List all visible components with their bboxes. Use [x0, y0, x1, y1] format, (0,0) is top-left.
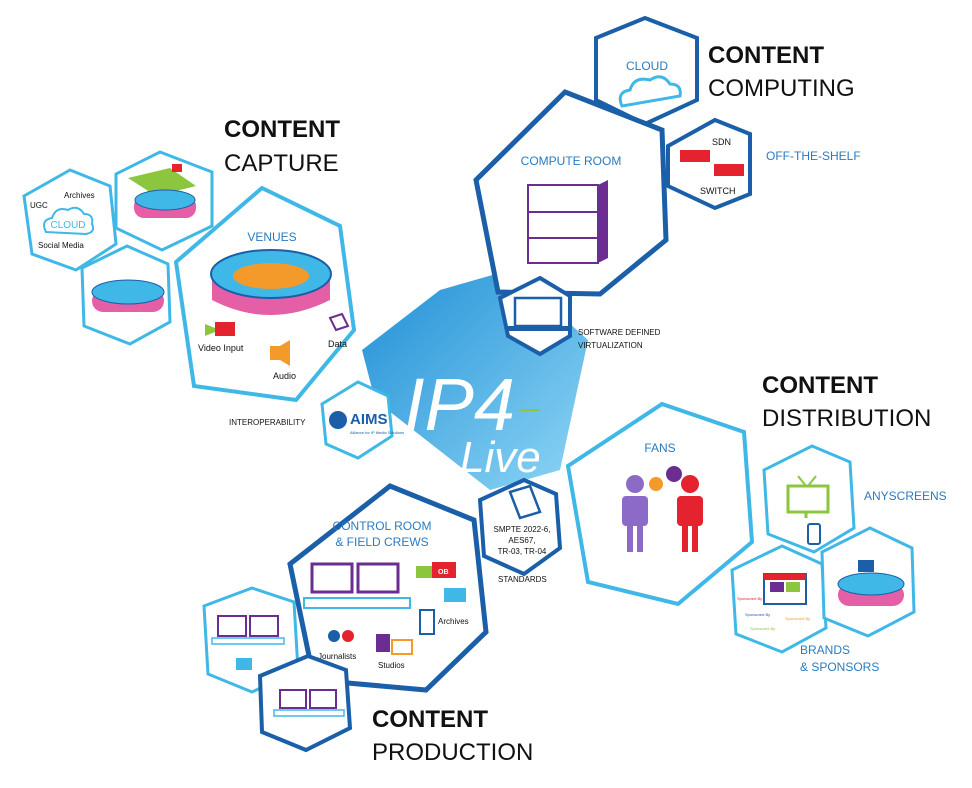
stadium-icon-field	[128, 164, 196, 218]
cloud-icon	[618, 75, 682, 108]
switch-icon	[680, 150, 744, 176]
laptop-icon	[508, 296, 568, 331]
stadium-icon-distribution	[837, 560, 905, 606]
interoperability-label: INTEROPERABILITY	[229, 418, 306, 427]
computing-title-light: COMPUTING	[708, 75, 855, 102]
computing-title-bold: CONTENT	[708, 42, 824, 69]
production-title-light: PRODUCTION	[372, 739, 533, 766]
fans-label: FANS	[644, 441, 675, 455]
standards-hex	[477, 477, 563, 577]
journalists-label: Journalists	[318, 652, 356, 661]
sponsored-tag-4: Sponsored By	[750, 626, 775, 631]
sponsored-tag-3: Sponsored By	[785, 616, 810, 621]
video-input-label: Video Input	[198, 343, 244, 353]
ob-label: OB	[438, 569, 449, 576]
brands-line2: & SPONSORS	[800, 660, 879, 674]
standards-line3: TR-03, TR-04	[498, 547, 547, 556]
standards-document-icon	[508, 484, 542, 520]
software-defined-line2: VIRTUALIZATION	[578, 341, 643, 350]
control-room-line2: & FIELD CREWS	[335, 535, 428, 549]
stadium-icon-venues	[210, 249, 332, 315]
production-archives-label: Archives	[438, 617, 469, 626]
gear-purple-icon	[666, 466, 682, 482]
speaker-icon	[270, 340, 290, 366]
ip4live-logo-bottom: Live	[460, 433, 541, 482]
switch-label: SWITCH	[700, 186, 736, 196]
brands-line1: BRANDS	[800, 643, 850, 657]
gear-orange-icon	[649, 477, 663, 491]
off-the-shelf-label: OFF-THE-SHELF	[766, 149, 861, 163]
sdn-switch-hex	[666, 117, 752, 211]
data-label: Data	[328, 339, 347, 349]
bottom-monitors-icon	[273, 689, 345, 717]
standards-line1: SMPTE 2022-6,	[494, 525, 551, 534]
billboard-icon	[763, 573, 807, 605]
aims-hex	[320, 380, 394, 460]
studio-icon	[376, 634, 413, 655]
capture-title-light: CAPTURE	[224, 150, 339, 177]
video-camera-icon	[205, 322, 235, 336]
aims-sub: Alliance for IP Media Solutions	[350, 430, 404, 435]
ob-truck-icon	[416, 562, 456, 578]
venues-label: VENUES	[247, 230, 296, 244]
data-document-icon	[328, 312, 350, 332]
server-rack-icon	[527, 180, 608, 264]
small-monitors-icon	[211, 615, 285, 670]
monitors-icon	[303, 562, 411, 609]
capture-cloud-icon	[43, 206, 95, 236]
compute-room-label: COMPUTE ROOM	[521, 154, 622, 168]
anyscreens-hex	[762, 444, 856, 554]
fan-red-icon	[677, 475, 703, 552]
capture-cloud-hex	[22, 168, 118, 272]
aims-label: AIMS	[350, 411, 388, 428]
camera-base-icon	[444, 588, 466, 602]
fans-hex	[565, 401, 755, 607]
distribution-title-bold: CONTENT	[762, 372, 878, 399]
software-defined-line1: SOFTWARE DEFINED	[578, 328, 661, 337]
distribution-title-light: DISTRIBUTION	[762, 405, 931, 432]
control-room-line1: CONTROL ROOM	[333, 519, 432, 533]
journalists-icon	[328, 630, 354, 642]
aims-globe-icon	[329, 411, 347, 429]
sponsored-tag-2: Sponsored By	[745, 612, 770, 617]
tv-icon	[786, 475, 830, 518]
capture-cloud-label: CLOUD	[50, 220, 85, 231]
stadium-icon-small	[91, 279, 165, 312]
audio-label: Audio	[273, 371, 296, 381]
sponsored-tag-1: Sponsored By	[737, 596, 762, 601]
sdn-label: SDN	[712, 137, 731, 147]
archive-server-icon	[419, 609, 435, 635]
anyscreens-label: ANYSCREENS	[864, 489, 947, 503]
computing-cloud-label: CLOUD	[626, 59, 668, 73]
ip4live-logo-top: IP4	[404, 363, 515, 446]
small-control-hex	[202, 586, 300, 694]
production-title-bold: CONTENT	[372, 706, 488, 733]
social-media-label: Social Media	[38, 241, 84, 250]
standards-line2: AES67,	[508, 536, 535, 545]
phone-icon	[807, 523, 821, 545]
fan-purple-icon	[622, 475, 648, 552]
archives-label-capture: Archives	[64, 191, 95, 200]
ugc-label: UGC	[30, 201, 48, 210]
studios-label: Studios	[378, 661, 405, 670]
capture-title-bold: CONTENT	[224, 116, 340, 143]
standards-label: STANDARDS	[498, 575, 547, 584]
